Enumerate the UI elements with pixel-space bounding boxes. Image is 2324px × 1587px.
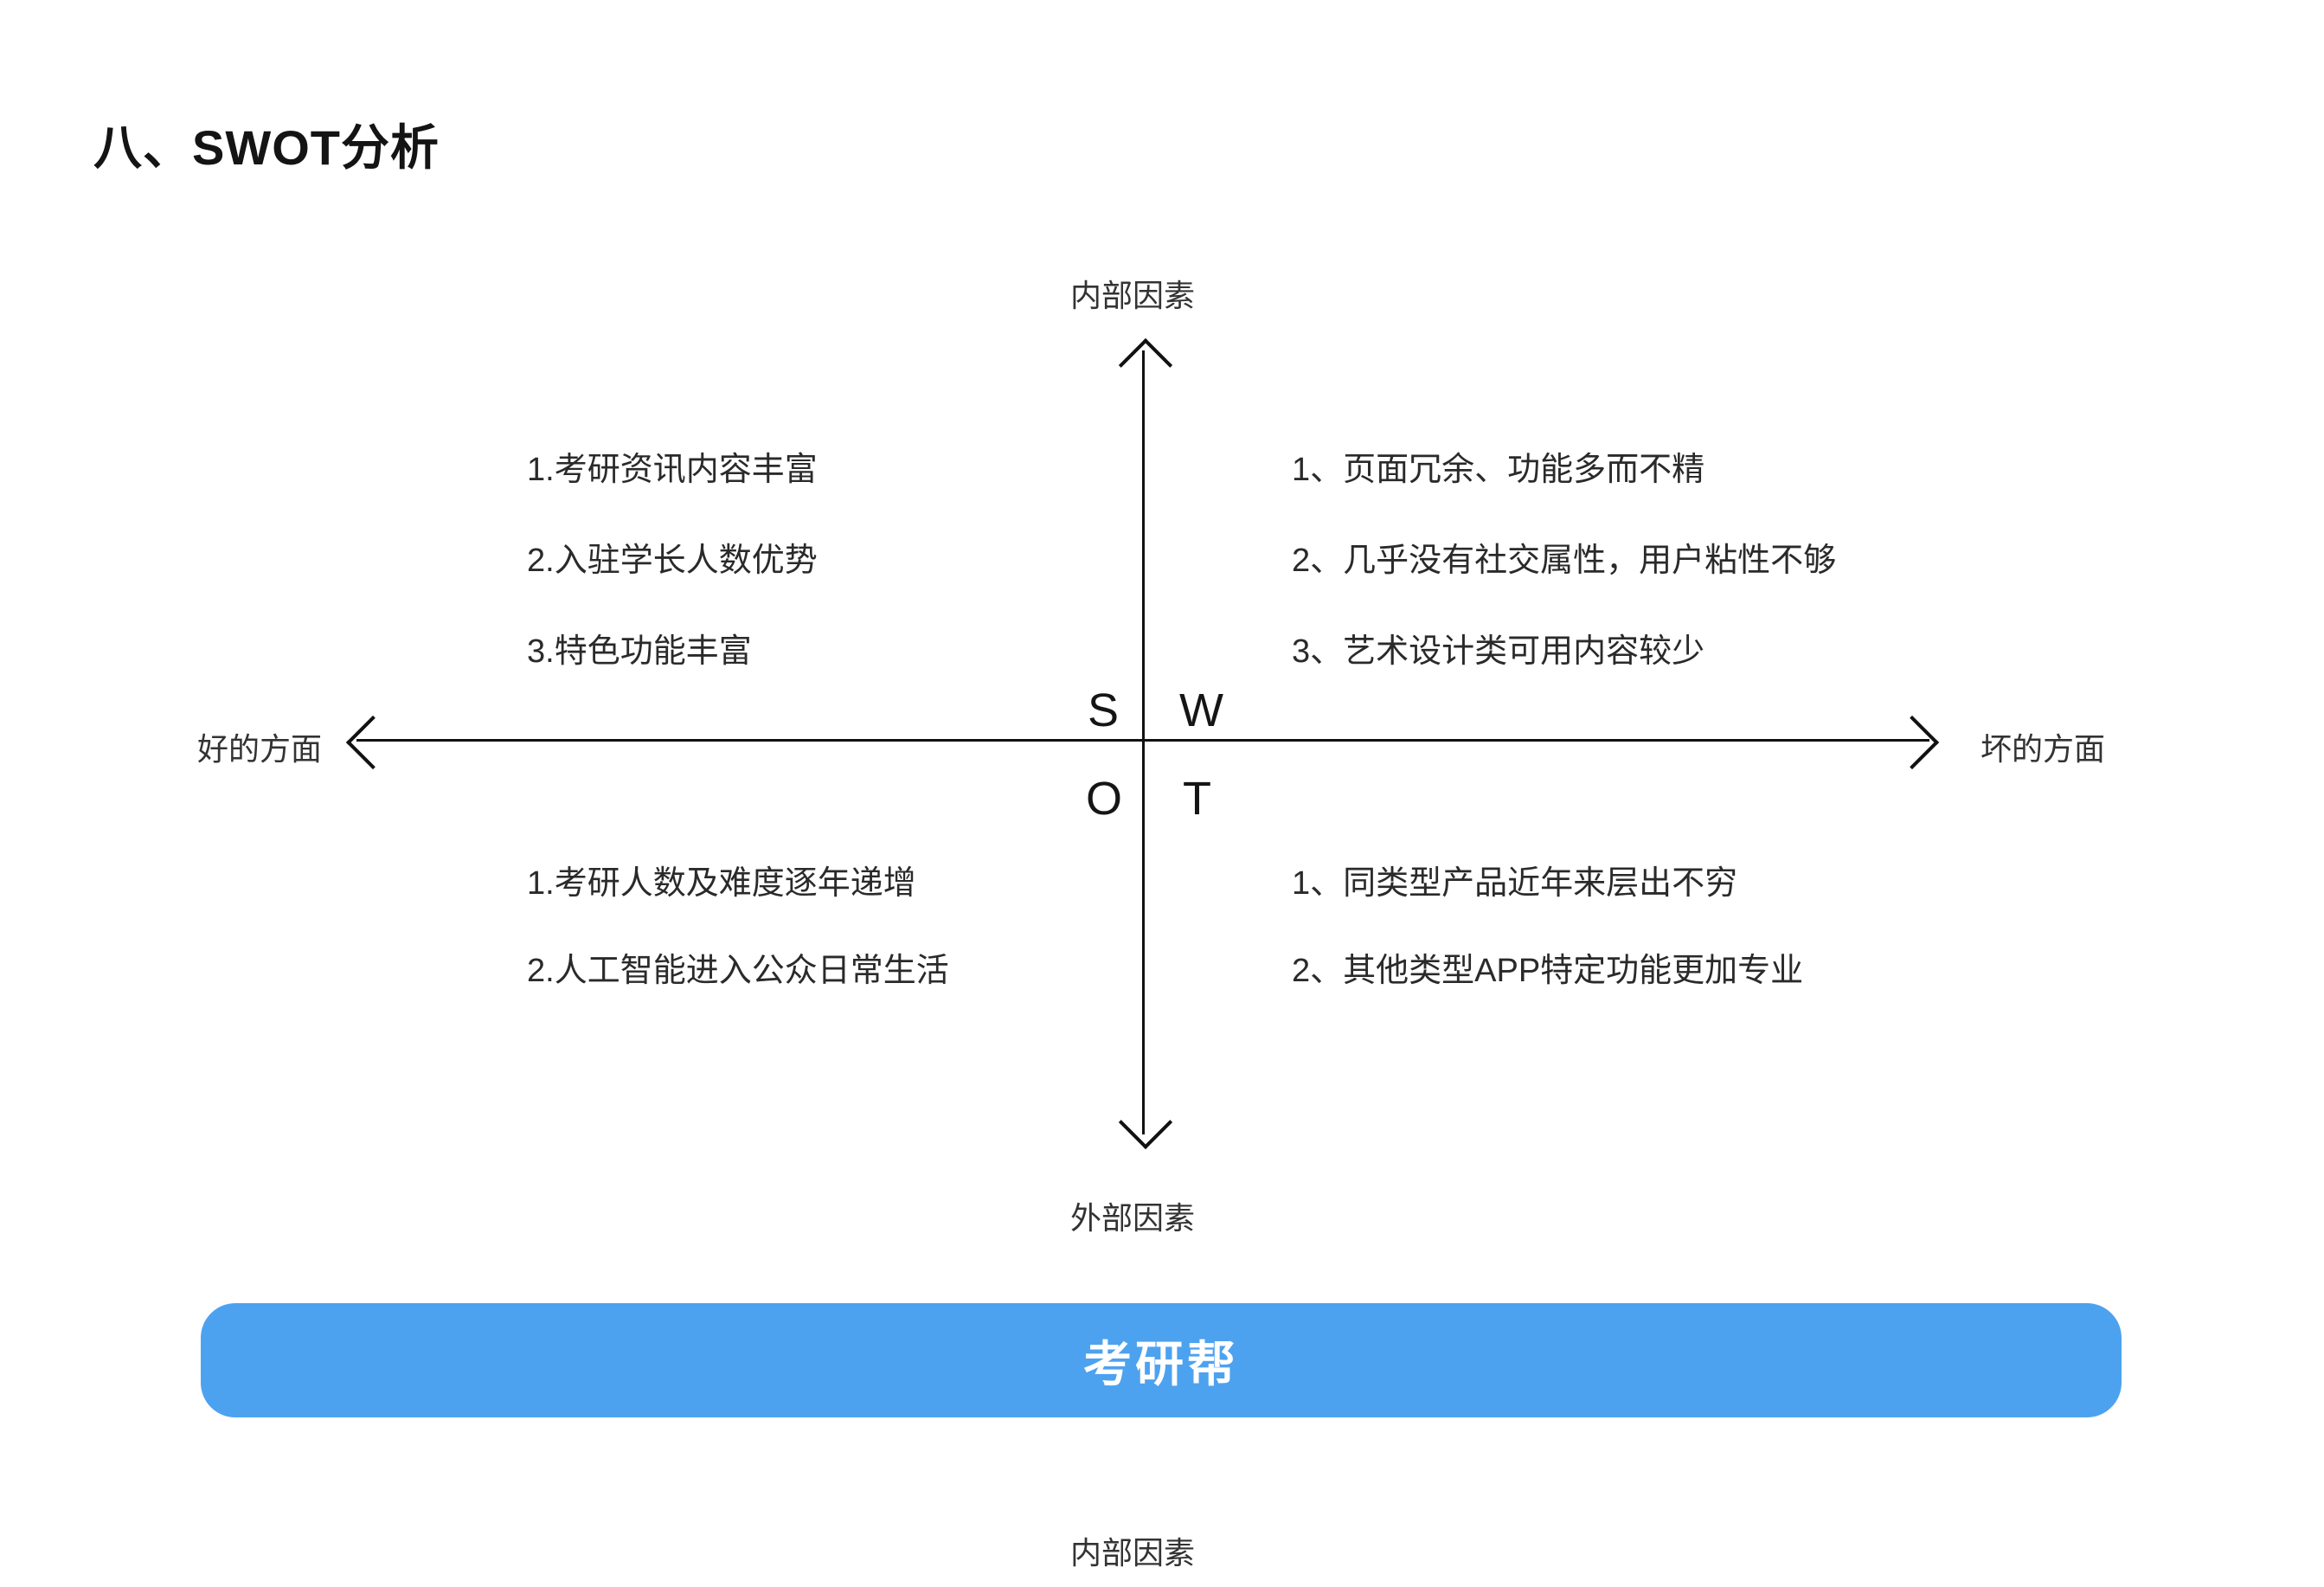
vertical-axis-line <box>1142 350 1145 1134</box>
quadrant-strengths: 1.考研资讯内容丰富 2.入驻学长人数优势 3.特色功能丰富 <box>527 453 818 726</box>
swot-letter-o: O <box>1086 773 1123 825</box>
quadrant-item: 1、同类型产品近年来层出不穷 <box>1292 865 1738 902</box>
quadrant-opportunities: 1.考研人数及难度逐年递增 2.人工智能进入公众日常生活 <box>527 867 949 1042</box>
quadrant-item: 2.入驻学长人数优势 <box>527 543 818 579</box>
axis-label-bad-side: 坏的方面 <box>1981 731 2106 767</box>
quadrant-item: 2、其他类型APP特定功能更加专业 <box>1292 953 1804 989</box>
arrow-left-icon <box>345 715 401 770</box>
horizontal-axis-line <box>356 739 1929 742</box>
quadrant-weaknesses: 1、页面冗余、功能多而不精 2、几乎没有社交属性，用户粘性不够 3、艺术设计类可… <box>1292 453 1836 726</box>
footer-label: 内部因素 <box>1070 1535 1196 1571</box>
swot-letter-w: W <box>1179 684 1223 736</box>
axis-label-good-side: 好的方面 <box>197 731 323 767</box>
arrow-up-icon <box>1118 337 1173 393</box>
swot-letter-t: T <box>1183 773 1211 825</box>
axis-label-internal-top: 内部因素 <box>1070 278 1196 313</box>
quadrant-item: 2.人工智能进入公众日常生活 <box>527 953 949 989</box>
quadrant-item: 1.考研人数及难度逐年递增 <box>527 865 916 902</box>
quadrant-item: 3、艺术设计类可用内容较少 <box>1292 633 1705 670</box>
quadrant-threats: 1、同类型产品近年来层出不穷 2、其他类型APP特定功能更加专业 <box>1292 867 1803 1042</box>
quadrant-item: 1.考研资讯内容丰富 <box>527 452 818 488</box>
quadrant-item: 2、几乎没有社交属性，用户粘性不够 <box>1292 543 1837 579</box>
brand-banner: 考研帮 <box>201 1303 2122 1417</box>
arrow-down-icon <box>1118 1095 1173 1150</box>
page-title: 八、SWOT分析 <box>93 120 440 175</box>
swot-letter-s: S <box>1088 684 1120 736</box>
quadrant-item: 3.特色功能丰富 <box>527 633 752 670</box>
quadrant-item: 1、页面冗余、功能多而不精 <box>1292 452 1705 488</box>
brand-banner-label: 考研帮 <box>1083 1336 1239 1391</box>
arrow-right-icon <box>1884 715 1940 770</box>
axis-label-external-bottom: 外部因素 <box>1070 1200 1196 1236</box>
